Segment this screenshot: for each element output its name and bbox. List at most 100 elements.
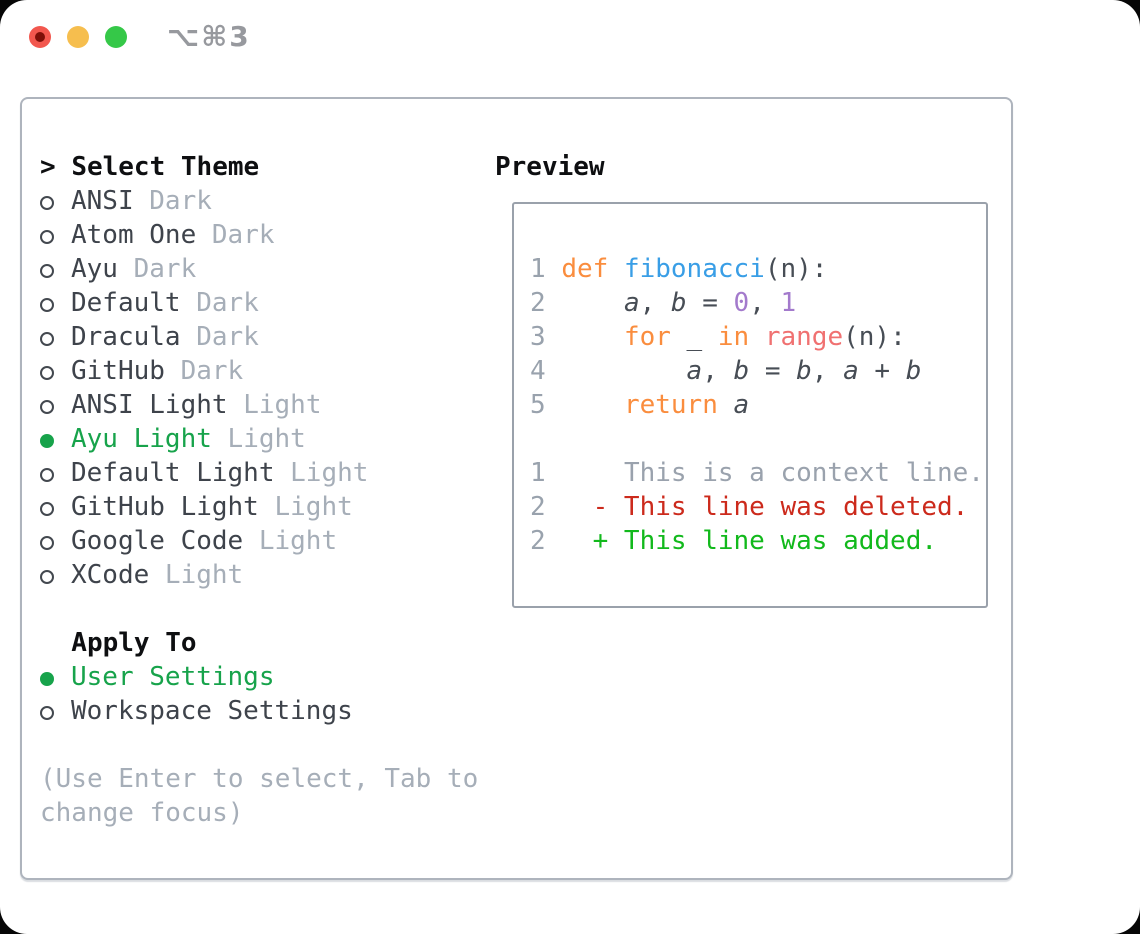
radio-unselected-icon <box>40 502 54 516</box>
theme-option[interactable]: GitHub Light Light <box>40 490 478 524</box>
minimize-button[interactable] <box>67 26 89 48</box>
apply-to-option[interactable]: Workspace Settings <box>40 694 478 728</box>
token-var: b <box>796 356 812 386</box>
radio-selected-icon <box>40 434 54 448</box>
token-var: a <box>733 390 750 420</box>
token-keyword: return <box>623 390 718 420</box>
close-button[interactable] <box>29 26 51 48</box>
code-line: 1 def fibonacci(n): <box>530 252 984 286</box>
spacer <box>40 728 478 762</box>
option-variant-label: Dark <box>180 288 259 318</box>
radio-unselected-icon <box>40 264 54 278</box>
option-variant-label: Dark <box>196 220 275 250</box>
theme-option[interactable]: Default Dark <box>40 286 478 320</box>
token-plain <box>561 288 624 318</box>
token-context: This is a context line. <box>623 458 984 488</box>
option-label: Default Light <box>71 458 275 488</box>
code-line: 1 This is a context line. <box>530 456 984 490</box>
token-plain: = <box>749 356 797 386</box>
token-constant: 0 <box>733 288 750 318</box>
code-line: 3 for _ in range(n): <box>530 320 984 354</box>
radio-unselected-icon <box>40 298 54 312</box>
radio-unselected-icon <box>40 468 54 482</box>
token-lineno: 4 <box>530 356 562 386</box>
token-plain <box>546 492 593 522</box>
option-label: XCode <box>71 560 150 590</box>
radio-unselected-icon <box>40 366 54 380</box>
token-plain: (n): <box>843 322 906 352</box>
theme-option[interactable]: Ayu Dark <box>40 252 478 286</box>
token-var: a <box>623 288 640 318</box>
token-plain <box>718 390 734 420</box>
apply-to-header: Apply To <box>71 628 197 658</box>
token-keyword: def <box>561 254 609 284</box>
token-lineno: 5 <box>530 390 562 420</box>
help-text-line1: (Use Enter to select, Tab to <box>40 764 479 794</box>
code-line <box>530 422 984 456</box>
code-line: 2 - This line was deleted. <box>530 490 984 524</box>
radio-unselected-icon <box>40 332 54 346</box>
token-plain: , <box>811 356 844 386</box>
zoom-button[interactable] <box>105 26 127 48</box>
token-plain: , <box>639 288 671 318</box>
token-plain <box>561 356 686 386</box>
select-theme-label: Select Theme <box>71 152 260 182</box>
option-variant-label: Light <box>227 390 322 420</box>
option-variant-label: Dark <box>180 322 259 352</box>
theme-option[interactable]: ANSI Light Light <box>40 388 478 422</box>
token-keyword: in <box>717 322 750 352</box>
token-plain <box>546 458 624 488</box>
option-variant-label: Light <box>211 424 306 454</box>
option-variant-label: Dark <box>164 356 244 386</box>
token-added: + This line was added. <box>592 526 937 556</box>
apply-to-option[interactable]: User Settings <box>40 660 478 694</box>
token-plain: , <box>749 288 781 318</box>
theme-option[interactable]: ANSI Dark <box>40 184 478 218</box>
option-label: Workspace Settings <box>71 696 353 726</box>
theme-option[interactable]: Atom One Dark <box>40 218 478 252</box>
theme-option[interactable]: Google Code Light <box>40 524 478 558</box>
token-plain: + <box>858 356 906 386</box>
select-theme-header: > Select Theme <box>40 150 478 184</box>
window-title-shortcut: ⌥⌘3 <box>167 20 251 53</box>
option-label: Dracula <box>71 322 181 352</box>
option-variant-label: Light <box>149 560 244 590</box>
code-line: 2 + This line was added. <box>530 524 984 558</box>
code-line: 5 return a <box>530 388 984 422</box>
unsaved-indicator-dot <box>35 32 45 42</box>
radio-unselected-icon <box>40 400 54 414</box>
option-label: Ayu <box>71 254 118 284</box>
token-lineno: 2 <box>530 288 562 318</box>
theme-option[interactable]: Ayu Light Light <box>40 422 478 456</box>
option-label: Ayu Light <box>71 424 212 454</box>
option-label: ANSI <box>71 186 134 216</box>
option-label: Atom One <box>71 220 197 250</box>
token-plain <box>561 322 624 352</box>
option-label: ANSI Light <box>71 390 228 420</box>
radio-unselected-icon <box>40 230 54 244</box>
spacer <box>40 592 478 626</box>
token-function: fibonacci <box>623 254 765 284</box>
theme-option[interactable]: Dracula Dark <box>40 320 478 354</box>
token-var: b <box>733 356 750 386</box>
option-variant-label: Light <box>274 458 369 488</box>
token-plain: = <box>686 288 734 318</box>
option-label: Google Code <box>71 526 244 556</box>
theme-option[interactable]: Default Light Light <box>40 456 478 490</box>
theme-option[interactable]: GitHub Dark <box>40 354 478 388</box>
token-keyword: for <box>623 322 671 352</box>
token-var: a <box>843 356 859 386</box>
token-var: a <box>686 356 703 386</box>
theme-option[interactable]: XCode Light <box>40 558 478 592</box>
option-variant-label: Light <box>243 526 338 556</box>
radio-unselected-icon <box>40 536 54 550</box>
token-markup: range <box>764 322 844 352</box>
token-lineno: 2 <box>530 492 546 522</box>
